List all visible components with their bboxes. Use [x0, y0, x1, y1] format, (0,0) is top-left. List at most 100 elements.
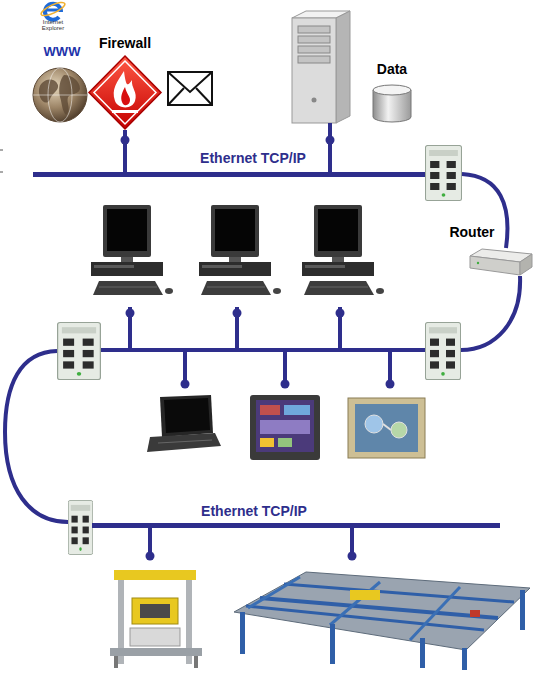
conveyor-cross [410, 587, 460, 640]
tick-mark [0, 172, 3, 173]
logo-swoosh [40, 0, 67, 18]
router-front [470, 256, 520, 275]
firewall-label: Firewall [78, 35, 172, 51]
roller-conveyor [110, 648, 202, 656]
tick-mark [0, 150, 3, 151]
firewall-diamond: Firewall [88, 55, 162, 130]
screen-widget [278, 438, 292, 447]
hmi-tank [391, 422, 407, 438]
conveyor-part [470, 610, 480, 617]
laptop-keys [158, 440, 212, 443]
router-box: Router [470, 248, 532, 276]
screen-widget [260, 438, 274, 447]
conveyor-leg [194, 656, 198, 668]
tap-dot [126, 309, 135, 318]
globe-body [33, 68, 87, 122]
conveyor-leg [330, 624, 335, 664]
router-side [520, 254, 532, 275]
conveyor-line [234, 572, 530, 670]
machine-pallet [130, 628, 180, 646]
drive-bay [298, 26, 330, 33]
laptop [147, 395, 221, 452]
data-cylinder-outline [372, 84, 412, 123]
bus-label: Ethernet TCP/IP [128, 150, 378, 166]
tap-dot [181, 380, 190, 389]
screen-widget [260, 405, 280, 415]
conveyor-leg [240, 612, 245, 654]
ethernet-bus: Ethernet TCP/IP [33, 172, 425, 177]
tap-dot [233, 309, 242, 318]
drop-wire [328, 123, 332, 173]
www-label: WWW [27, 44, 97, 59]
hmi-bezel [348, 398, 425, 458]
tap-dot [348, 552, 357, 561]
uplink-cable [5, 351, 68, 522]
tap-dot [146, 552, 155, 561]
tap-dot [281, 380, 290, 389]
machine-carriage [132, 598, 178, 624]
globe-equator [33, 95, 87, 96]
drive-bay [298, 56, 330, 63]
bus-line [33, 172, 425, 177]
touch-panel [250, 395, 320, 460]
bus-line [92, 523, 500, 528]
ethernet-bus: Ethernet TCP/IP [92, 523, 500, 528]
network-switch [426, 323, 461, 380]
logo-ring [45, 4, 61, 20]
router-box-outline [470, 248, 532, 276]
conveyor-cross [330, 582, 380, 625]
screen-widget [284, 405, 310, 415]
firewall-inner-border [94, 61, 156, 124]
tap-dot [386, 380, 395, 389]
panel-screen [256, 400, 314, 452]
ethernet-bus-outline [33, 172, 425, 177]
browser-label: Internet Explorer [38, 19, 68, 31]
internet-globe-outline [32, 67, 88, 123]
flame-base [112, 110, 138, 113]
conveyor-leg [520, 590, 525, 630]
conveyor-beam [260, 598, 498, 618]
firewall-diamond-body [89, 56, 161, 129]
ethernet-bus-outline [92, 523, 500, 528]
tap-dot [121, 136, 130, 145]
conveyor-beam [284, 584, 514, 602]
conveyor-leg [462, 648, 467, 670]
machine-beam [114, 570, 196, 580]
router-led [477, 262, 479, 264]
hmi-screen [355, 404, 418, 452]
drive-bay [298, 46, 330, 53]
uplink-cable [461, 276, 520, 350]
workstation [91, 205, 173, 295]
envelope-body [168, 72, 212, 105]
internet-globe: Internet ExplorerWWW [32, 67, 88, 123]
router-label: Router [442, 224, 502, 240]
drive-bay [298, 36, 330, 43]
data-label: Data [362, 61, 422, 77]
conveyor-beam [246, 606, 484, 630]
tap-dot [326, 136, 335, 145]
conveyor-leg [114, 656, 118, 668]
firewall-diamond-outline [88, 55, 162, 130]
browser-logo [40, 0, 67, 20]
hmi-tank [365, 415, 383, 433]
laptop-base [147, 433, 221, 452]
palletizer-machine [110, 570, 202, 668]
screen-widget [260, 420, 310, 434]
cylinder-top [373, 85, 411, 95]
machine-load [140, 604, 170, 618]
conveyor-deck [234, 572, 530, 650]
laptop-screen [164, 398, 210, 433]
envelope-fold [196, 88, 212, 105]
operator-hmi [348, 398, 425, 458]
panel-bezel [250, 395, 320, 460]
network-switch [58, 323, 101, 380]
conveyor-leg [420, 638, 425, 668]
mail-icon [168, 72, 212, 105]
bus-label: Ethernet TCP/IP [169, 503, 339, 519]
flame-symbol [114, 71, 136, 107]
power-button [312, 98, 317, 103]
conveyor-cross [248, 577, 300, 608]
data-cylinder: Data [372, 84, 412, 123]
workstation [199, 205, 281, 295]
